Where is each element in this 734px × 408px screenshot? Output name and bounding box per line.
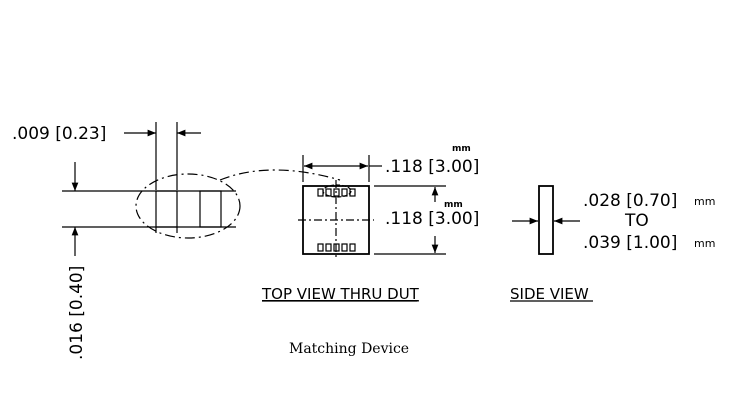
top-view-title: TOP VIEW THRU DUT bbox=[261, 285, 420, 303]
pad-detail-ellipse bbox=[322, 184, 352, 198]
top-width-label: .118 [3.00] bbox=[385, 157, 479, 177]
gap-dimension-label: .009 [0.23] bbox=[12, 124, 106, 144]
top-height-unit: mm bbox=[444, 200, 463, 210]
side-min-unit: mm bbox=[694, 195, 715, 208]
side-min-label: .028 [0.70] bbox=[583, 191, 677, 211]
finger-left bbox=[155, 190, 178, 228]
side-view: .028 [0.70] mm TO .039 [1.00] mm SIDE VI… bbox=[510, 185, 715, 303]
side-max-unit: mm bbox=[694, 237, 715, 250]
top-width-unit: mm bbox=[452, 144, 471, 154]
top-view: .118 [3.00] mm .118 [3.00] mm TOP VIEW T… bbox=[261, 144, 479, 303]
side-max-label: .039 [1.00] bbox=[583, 233, 677, 253]
bottom-pads bbox=[317, 243, 356, 252]
side-view-title: SIDE VIEW bbox=[510, 285, 589, 303]
thickness-dimension-label: .016 [0.40] bbox=[67, 266, 87, 360]
side-view-body bbox=[538, 185, 554, 255]
gap-detail: .009 [0.23] .016 [0.40] bbox=[12, 122, 341, 360]
side-to-label: TO bbox=[624, 211, 649, 231]
caption: Matching Device bbox=[289, 341, 409, 357]
detail-leader bbox=[219, 169, 341, 181]
top-height-label: .118 [3.00] bbox=[385, 209, 479, 229]
detail-ellipse bbox=[135, 173, 241, 239]
finger-right bbox=[199, 190, 222, 228]
